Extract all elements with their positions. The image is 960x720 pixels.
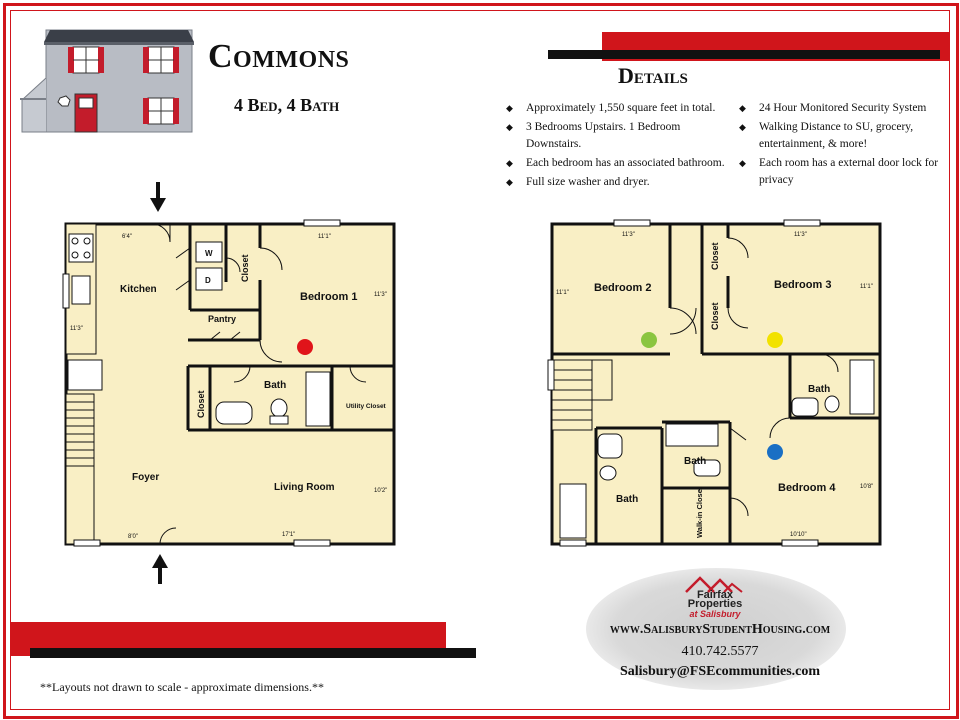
room-label-closet: Closet — [196, 390, 206, 418]
room-label-utility-closet: Utility Closet — [346, 403, 387, 410]
dimension-label: 10'2" — [374, 488, 387, 494]
dimension-label: 11'1" — [318, 234, 331, 240]
room-label-closet: Closet — [240, 254, 250, 282]
dimension-label: 11'3" — [374, 292, 387, 298]
details-title: Details — [618, 63, 688, 88]
room-label-kitchen: Kitchen — [120, 284, 157, 295]
room-label-closet: Closet — [710, 302, 720, 330]
list-item: ◆Walking Distance to SU, grocery, entert… — [739, 121, 914, 150]
phone-number[interactable]: 410.742.5577 — [681, 644, 759, 659]
entry-arrow-down-icon — [150, 182, 166, 212]
dimension-label: 11'1" — [556, 290, 569, 296]
list-item: ◆24 Hour Monitored Security System — [739, 102, 927, 114]
room-label-bath: Bath — [616, 494, 638, 505]
room-label-bath: Bath — [264, 380, 286, 391]
details-list-left: ◆Approximately 1,550 square feet in tota… — [504, 100, 736, 193]
room-label-closet: Closet — [710, 242, 720, 270]
dimension-label: 17'1" — [282, 532, 295, 538]
page-title: Commons — [208, 38, 350, 75]
page-border — [3, 3, 959, 719]
dimension-label: 11'1" — [860, 284, 873, 290]
room-label-bath: Bath — [684, 456, 706, 467]
room-label-walk-in-closet: Walk-in Closet — [695, 486, 704, 538]
list-item: ◆Each bedroom has an associated bathroom… — [506, 157, 725, 169]
email-link[interactable]: Salisbury@FSEcommunities.com — [619, 664, 821, 679]
list-item: ◆Approximately 1,550 square feet in tota… — [506, 102, 716, 114]
room-label-bedroom-2: Bedroom 2 — [594, 282, 651, 294]
contact-backdrop — [586, 568, 846, 690]
logo-line-1: Fairfax — [696, 589, 734, 601]
list-item: ◆Each room has a external door lock for … — [739, 157, 939, 186]
bedroom-3-marker — [767, 332, 783, 348]
logo-line-2: Properties — [687, 598, 743, 610]
room-label-pantry: Pantry — [208, 314, 236, 324]
website-link[interactable]: www.SalisburyStudentHousing.com — [609, 622, 831, 637]
room-label-living-room: Living Room — [274, 482, 335, 493]
bedroom-4-marker — [767, 444, 783, 460]
dimension-label: 10'8" — [860, 484, 873, 490]
dryer-label: D — [205, 276, 211, 285]
page-subtitle: 4 Bed, 4 Bath — [234, 95, 340, 115]
footer-note: **Layouts not drawn to scale - approxima… — [40, 680, 324, 694]
room-label-bedroom-4: Bedroom 4 — [778, 482, 836, 494]
logo-roof-icon — [685, 576, 743, 593]
room-label-bedroom-3: Bedroom 3 — [774, 279, 831, 291]
floor-plan-first-floor: Kitchen Pantry Closet Bedroom 1 Bath Clo… — [62, 219, 396, 547]
dimension-label: 8'0" — [128, 534, 138, 540]
dimension-label: 11'3" — [622, 232, 635, 238]
washer-label: W — [205, 249, 213, 258]
house-illustration — [20, 29, 194, 133]
dimension-label: 11'3" — [70, 326, 83, 332]
page-border-inner — [10, 10, 950, 710]
entry-arrow-up-icon — [152, 554, 168, 584]
room-label-bedroom-1: Bedroom 1 — [300, 291, 357, 303]
floor-plan-second-floor: Bedroom 2 Bedroom 3 Bedroom 4 Closet Clo… — [547, 219, 882, 547]
accent-bar-bottom-black — [30, 648, 476, 658]
room-label-foyer: Foyer — [132, 472, 159, 483]
dimension-label: 11'3" — [794, 232, 807, 238]
bedroom-2-marker — [641, 332, 657, 348]
details-list-right: ◆24 Hour Monitored Security System ◆Walk… — [737, 100, 947, 191]
accent-bar-top-black — [548, 50, 940, 59]
bedroom-1-marker — [297, 339, 313, 355]
dimension-label: 10'10" — [790, 532, 807, 538]
list-item: ◆3 Bedrooms Upstairs. 1 Bedroom Downstai… — [506, 121, 681, 150]
dimension-label: 6'4" — [122, 234, 132, 240]
room-label-bath: Bath — [808, 384, 830, 395]
logo-line-3: at Salisbury — [689, 609, 741, 619]
list-item: ◆Full size washer and dryer. — [506, 176, 650, 188]
